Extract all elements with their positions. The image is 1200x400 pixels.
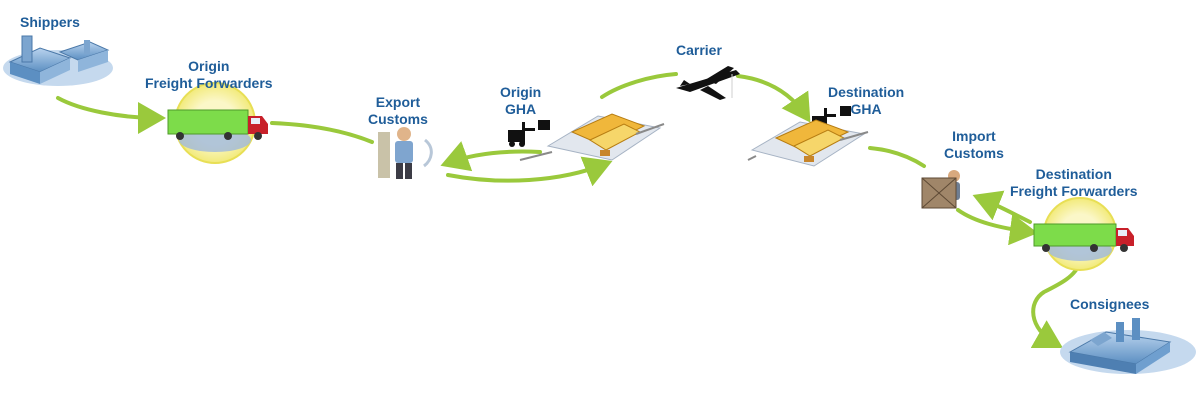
- label-export-customs: Export Customs: [368, 94, 428, 127]
- flow-arrows: [56, 72, 1082, 348]
- consignees-factory-icon: [1060, 318, 1196, 374]
- arrow-import-customs-to-destination-ff: [956, 208, 1038, 246]
- carrier-airplane-icon: [676, 66, 740, 100]
- label-origin-gha: Origin GHA: [500, 84, 542, 117]
- destination-gha-hub-icon: [747, 119, 869, 167]
- export-customs-officer-icon: [378, 127, 433, 179]
- label-import-customs: Import Customs: [944, 128, 1004, 161]
- origin-ff-truck-icon: [167, 82, 268, 164]
- arrow-shippers-to-origin-ff: [56, 96, 166, 134]
- origin-gha-forklift-icon: [508, 120, 550, 147]
- arrow-origin-gha-to-carrier: [600, 72, 678, 99]
- import-customs-inspector-icon: [921, 170, 960, 209]
- label-destination-freight-forwarders: Destination Freight Forwarders: [1010, 166, 1138, 199]
- label-destination-gha: Destination GHA: [828, 84, 905, 117]
- arrow-origin-ff-to-export-customs: [270, 121, 374, 144]
- shippers-factory-icon: [3, 35, 113, 86]
- destination-ff-truck-icon: [1033, 197, 1134, 271]
- origin-gha-hub-icon: [519, 113, 665, 161]
- arrow-destination-ff-to-import-customs: [972, 190, 1032, 224]
- label-origin-freight-forwarders: Origin Freight Forwarders: [145, 58, 273, 91]
- label-consignees: Consignees: [1070, 296, 1150, 312]
- arrow-destination-gha-to-import-customs: [868, 146, 926, 168]
- arrow-export-to-origin-gha: [446, 156, 613, 187]
- arrow-destination-ff-to-consignees: [1030, 260, 1082, 348]
- label-shippers: Shippers: [20, 14, 80, 30]
- arrow-origin-gha-to-export: [440, 141, 542, 172]
- label-carrier: Carrier: [676, 42, 722, 58]
- arrow-carrier-to-destination-gha: [736, 74, 811, 123]
